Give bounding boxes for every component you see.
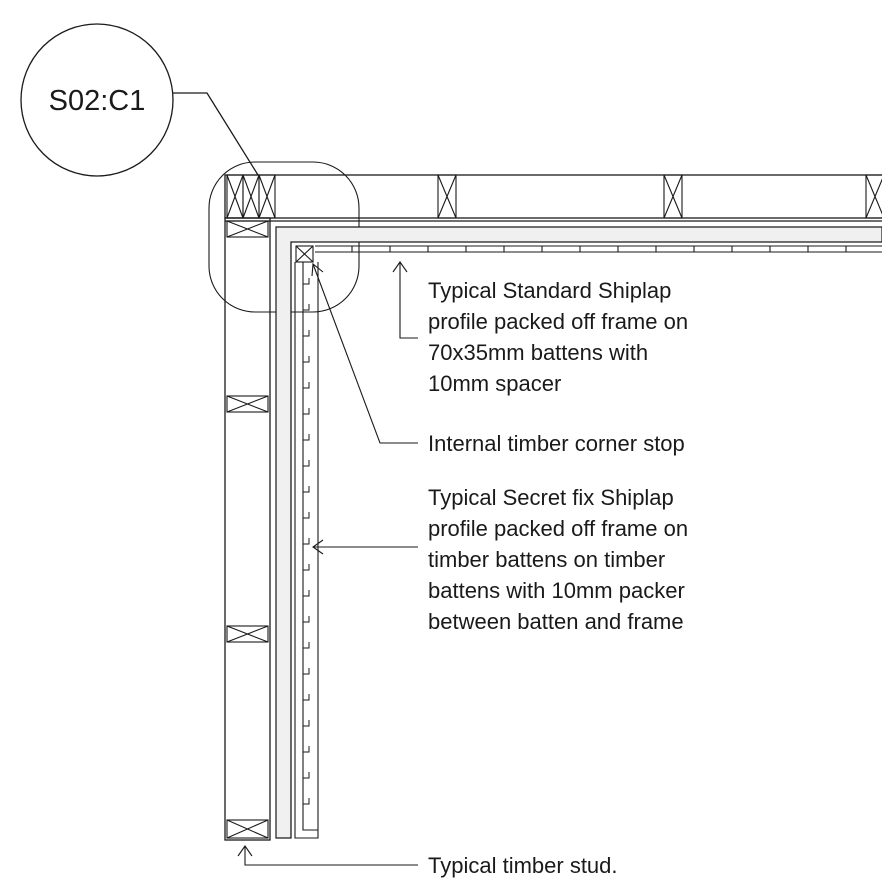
top-timber-studs	[437, 174, 882, 219]
standard-shiplap-boards	[315, 245, 882, 253]
left-frame-outline	[224, 217, 271, 841]
note-corner-stop-line-1: Internal timber corner stop	[428, 431, 685, 456]
corner-stop-block	[295, 245, 314, 263]
top-wall-frame	[224, 174, 882, 222]
leader-standard-shiplap	[392, 261, 418, 339]
detail-tag-label: S02:C1	[49, 85, 146, 117]
note-secret-fix-line-3: timber battens on timber	[428, 547, 665, 572]
note-standard-shiplap: Typical Standard Shiplap profile packed …	[428, 278, 694, 396]
note-stud: Typical timber stud.	[428, 853, 618, 878]
note-standard-shiplap-line-2: profile packed off frame on	[428, 309, 688, 334]
note-standard-shiplap-line-1: Typical Standard Shiplap	[428, 278, 671, 303]
left-timber-studs	[226, 220, 269, 839]
leader-secret-fix	[312, 539, 418, 555]
detail-callout[interactable]: S02:C1	[20, 23, 174, 177]
leader-stud	[237, 845, 418, 866]
leader-corner-stop	[311, 262, 418, 444]
note-secret-fix-line-1: Typical Secret fix Shiplap	[428, 485, 674, 510]
note-secret-fix: Typical Secret fix Shiplap profile packe…	[428, 485, 694, 634]
corner-studs	[226, 174, 276, 219]
note-secret-fix-line-5: between batten and frame	[428, 609, 684, 634]
note-secret-fix-line-2: profile packed off frame on	[428, 516, 688, 541]
note-stud-line-1: Typical timber stud.	[428, 853, 618, 878]
detail-callout-circle	[20, 23, 174, 177]
note-corner-stop: Internal timber corner stop	[428, 431, 685, 456]
secret-fix-shiplap-boards	[294, 262, 319, 839]
note-standard-shiplap-line-4: 10mm spacer	[428, 371, 561, 396]
note-standard-shiplap-line-3: 70x35mm battens with	[428, 340, 648, 365]
top-frame-outline	[224, 174, 882, 219]
callout-leader	[173, 92, 259, 176]
note-secret-fix-line-4: battens with 10mm packer	[428, 578, 685, 603]
left-wall-frame	[224, 217, 271, 841]
